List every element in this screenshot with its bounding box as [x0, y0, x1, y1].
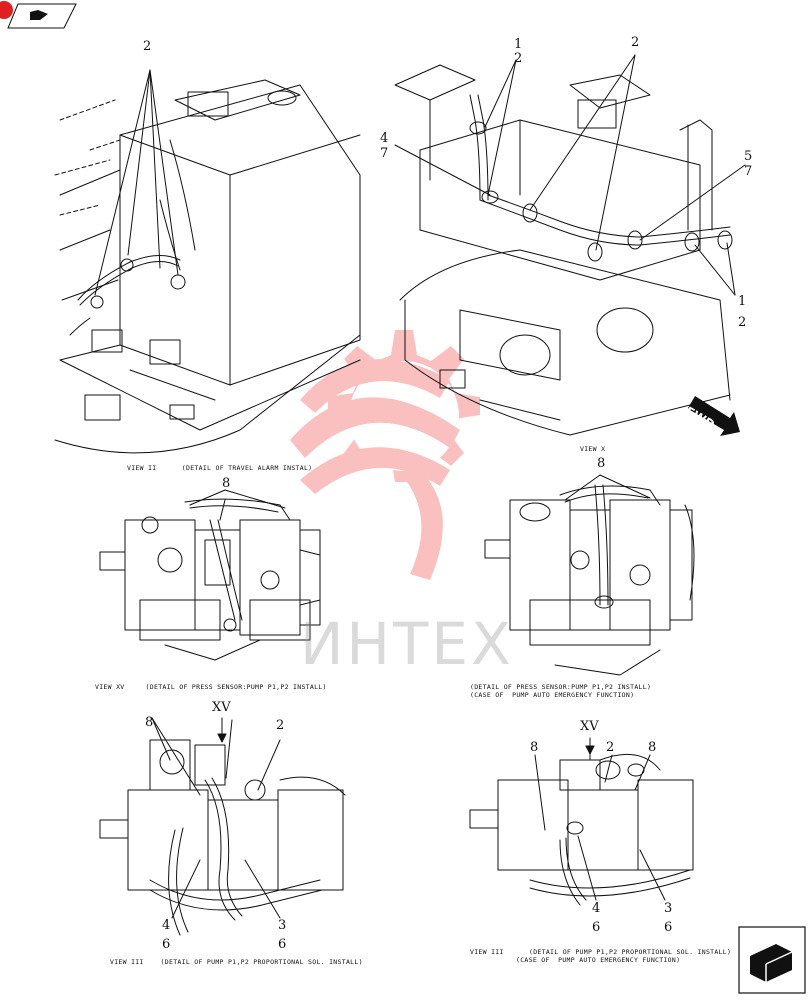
callout-number: 1: [738, 294, 747, 309]
callout-number: 2: [606, 740, 615, 755]
callout-number: 3: [664, 901, 673, 916]
watermark-text: ИНТЕХ: [300, 610, 514, 678]
next-page-icon: [738, 926, 806, 994]
callout-number: 8: [145, 715, 154, 730]
caption-view-xv: VIEW XV (DETAIL OF PRESS SENSOR:PUMP P1,…: [95, 683, 327, 691]
callout-number: 6: [664, 920, 673, 935]
callout-number: 8: [648, 740, 657, 755]
callout-number: 5: [744, 149, 753, 164]
callout-number: 2: [631, 35, 640, 50]
callout-number: 7: [744, 164, 753, 179]
callout-number: 4: [380, 131, 389, 146]
callout-number: 2: [276, 718, 285, 733]
caption-view-iii: VIEW III (DETAIL OF PUMP P1,P2 PROPORTIO…: [110, 958, 363, 966]
callout-number: 6: [162, 937, 171, 952]
view-x-drawing: [394, 54, 746, 436]
callout-number: 3: [278, 918, 287, 933]
back-arrow-icon: [0, 1, 77, 29]
callout-number: 4: [592, 901, 601, 916]
callout-number: 8: [222, 476, 231, 491]
callout-number: 2: [143, 39, 152, 54]
callout-number: 6: [278, 937, 287, 952]
caption-view-ii: VIEW II (DETAIL OF TRAVEL ALARM INSTAL): [127, 464, 313, 472]
back-nav-button[interactable]: [0, 0, 80, 30]
view-marker-xv-right: XV: [580, 719, 599, 734]
view-marker-xv-left: XV: [212, 700, 231, 715]
callout-number: 2: [514, 51, 523, 66]
callout-number: 1: [514, 37, 523, 52]
view-xv-drawing: [99, 489, 321, 661]
callout-number: 6: [592, 920, 601, 935]
callout-number: 7: [380, 146, 389, 161]
callout-number: 4: [162, 918, 171, 933]
caption-press-emergency-1: (DETAIL OF PRESS SENSOR:PUMP P1,P2 INSTA…: [470, 683, 652, 691]
callout-number: 8: [597, 456, 606, 471]
next-page-button[interactable]: [738, 926, 806, 994]
caption-view-iii-emergency-2: (CASE OF PUMP AUTO EMERGENCY FUNCTION): [516, 956, 681, 964]
view-ii-drawing: [54, 69, 361, 454]
callout-number: 2: [738, 315, 747, 330]
press-sensor-emergency-drawing: [484, 474, 695, 676]
watermark-logo: [290, 330, 480, 580]
caption-press-emergency-2: (CASE OF PUMP AUTO EMERGENCY FUNCTION): [470, 691, 635, 699]
caption-view-iii-emergency-1: VIEW III (DETAIL OF PUMP P1,P2 PROPORTIO…: [470, 948, 732, 956]
fwd-arrow: [688, 396, 740, 436]
view-iii-emergency-drawing: [469, 739, 694, 906]
caption-view-x: VIEW X: [580, 445, 606, 453]
view-arrows: [217, 717, 595, 755]
callout-number: 8: [530, 740, 539, 755]
view-iii-drawing: [99, 717, 346, 936]
